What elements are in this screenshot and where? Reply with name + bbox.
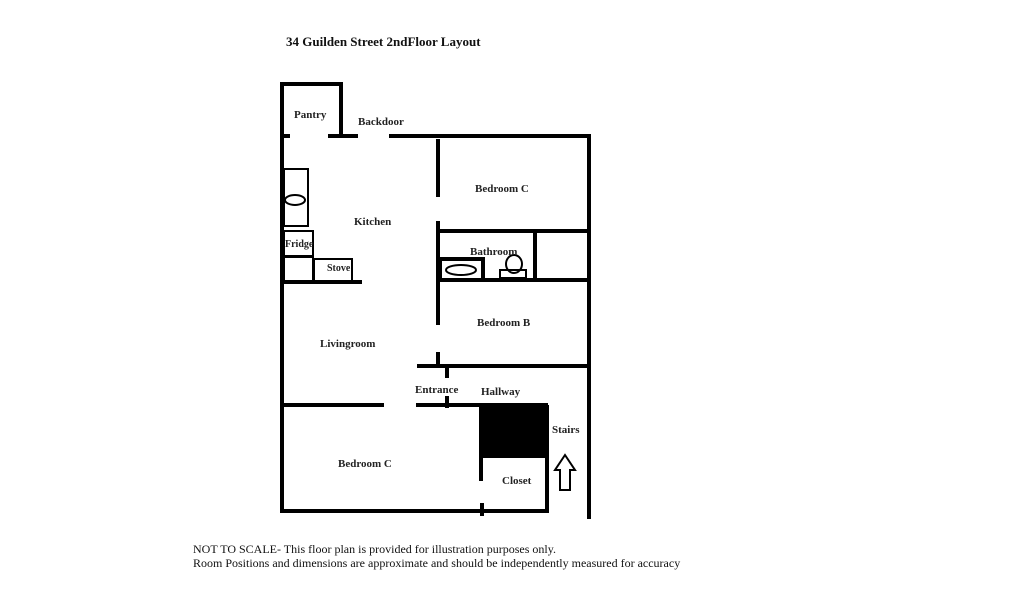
label-closet: Closet [502, 475, 532, 487]
label-entrance: Entrance [415, 384, 459, 396]
counter [283, 256, 314, 282]
disclaimer-line-1: NOT TO SCALE- This floor plan is provide… [193, 542, 556, 556]
stairwell-block [481, 405, 547, 457]
label-livingroom: Livingroom [320, 338, 375, 350]
label-pantry: Pantry [294, 109, 327, 121]
toilet [499, 254, 527, 279]
bathtub [438, 257, 485, 282]
label-hallway: Hallway [481, 386, 521, 398]
label-stairs: Stairs [552, 424, 580, 436]
stairs-up-arrow-icon [553, 453, 577, 491]
disclaimer-line-2: Room Positions and dimensions are approx… [193, 556, 680, 570]
label-kitchen: Kitchen [354, 216, 391, 228]
label-backdoor: Backdoor [358, 116, 404, 128]
label-stove: Stove [327, 263, 351, 274]
sink-counter [283, 168, 309, 227]
label-bathroom: Bathroom [470, 246, 517, 258]
label-fridge: Fridge [285, 239, 314, 250]
label-bedroom-b: Bedroom B [477, 317, 531, 329]
label-bedroom-c-bottom: Bedroom C [338, 458, 392, 470]
stove [313, 258, 353, 282]
plan-title: 34 Guilden Street 2ndFloor Layout [286, 34, 481, 49]
label-bedroom-c-top: Bedroom C [475, 183, 529, 195]
